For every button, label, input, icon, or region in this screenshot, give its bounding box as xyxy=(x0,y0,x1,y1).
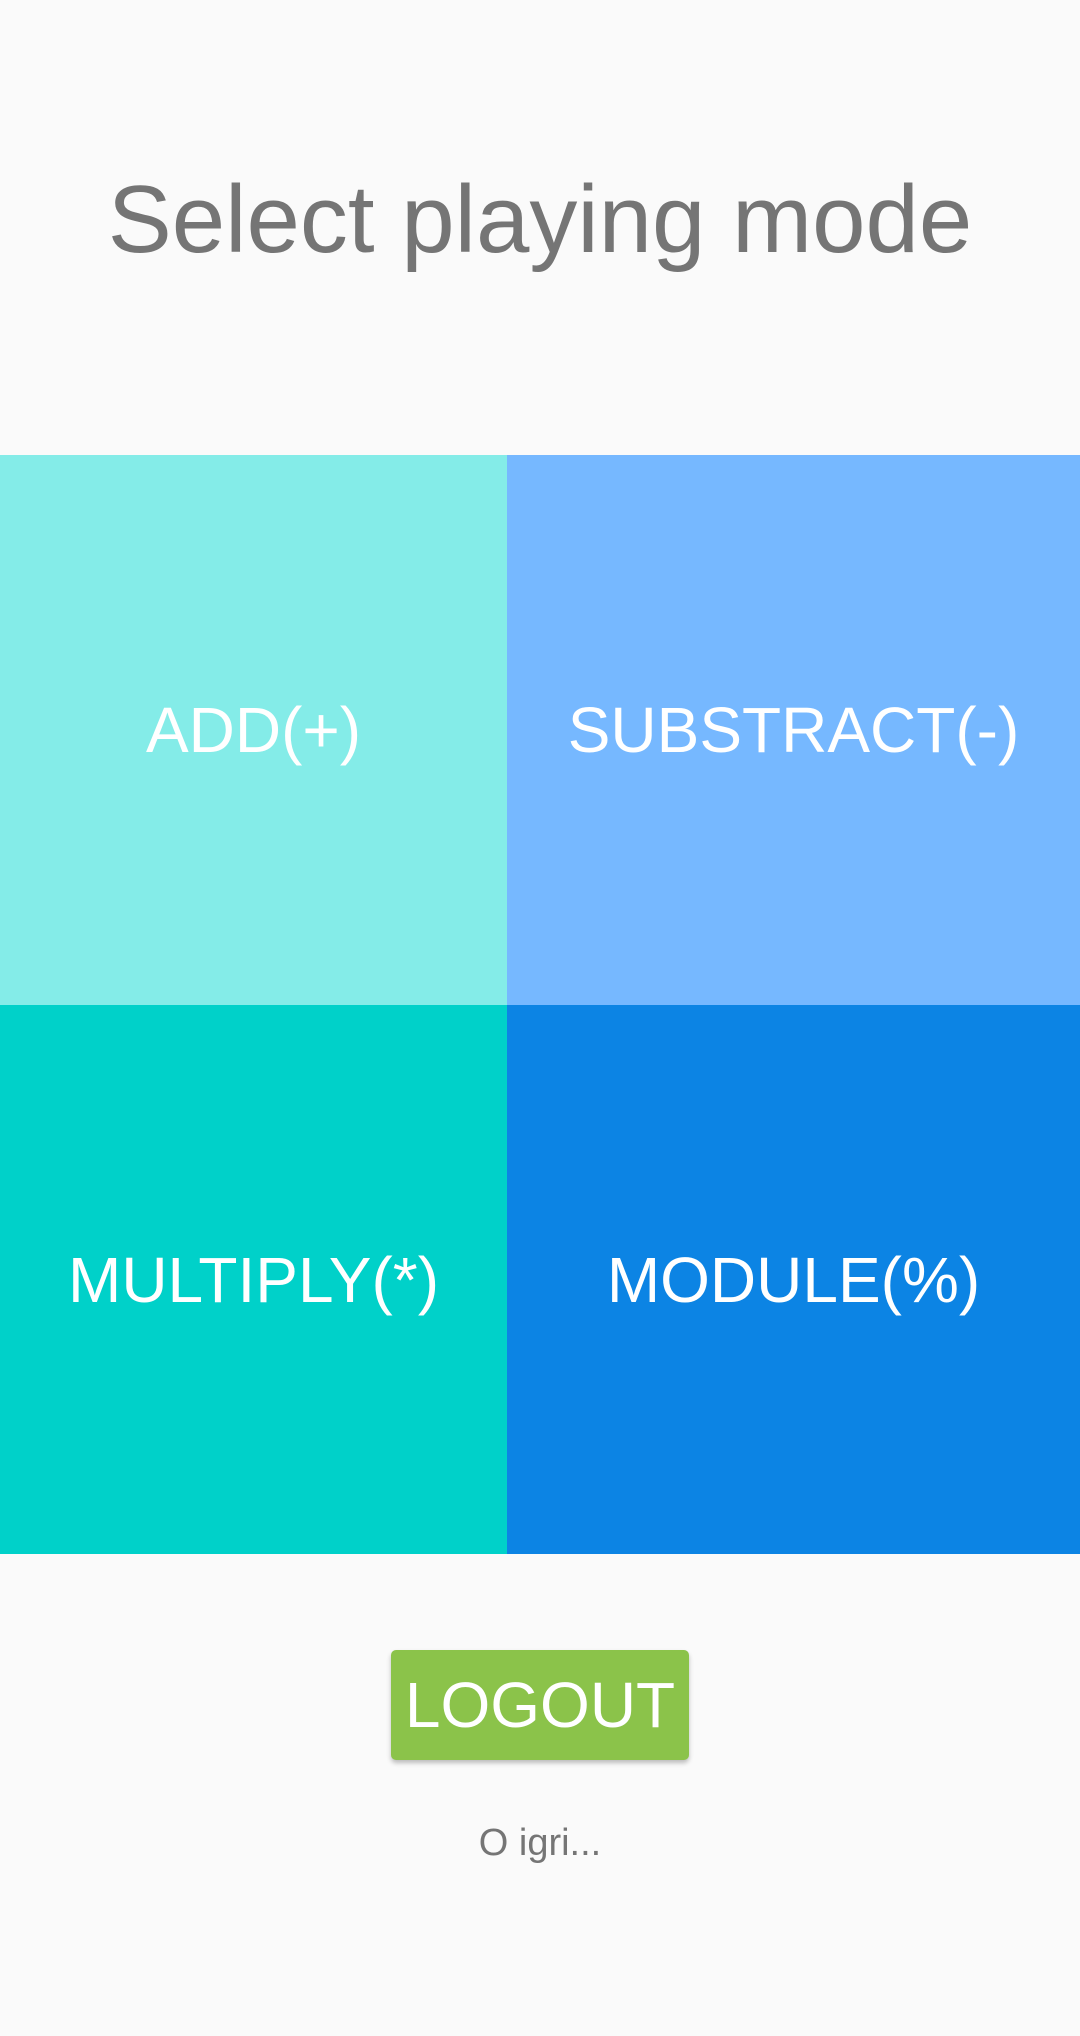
module-mode-button[interactable]: MODULE(%) xyxy=(507,1005,1080,1554)
multiply-mode-button[interactable]: MULTIPLY(*) xyxy=(0,1005,507,1554)
about-game-link[interactable]: O igri... xyxy=(478,1822,602,1864)
page-title: Select playing mode xyxy=(107,166,973,273)
add-mode-button[interactable]: ADD(+) xyxy=(0,455,507,1005)
logout-button[interactable]: LOGOUT xyxy=(391,1650,689,1760)
subtract-mode-button[interactable]: SUBSTRACT(-) xyxy=(507,455,1080,1005)
mode-grid: ADD(+) SUBSTRACT(-) MULTIPLY(*) MODULE(%… xyxy=(0,455,1080,1554)
